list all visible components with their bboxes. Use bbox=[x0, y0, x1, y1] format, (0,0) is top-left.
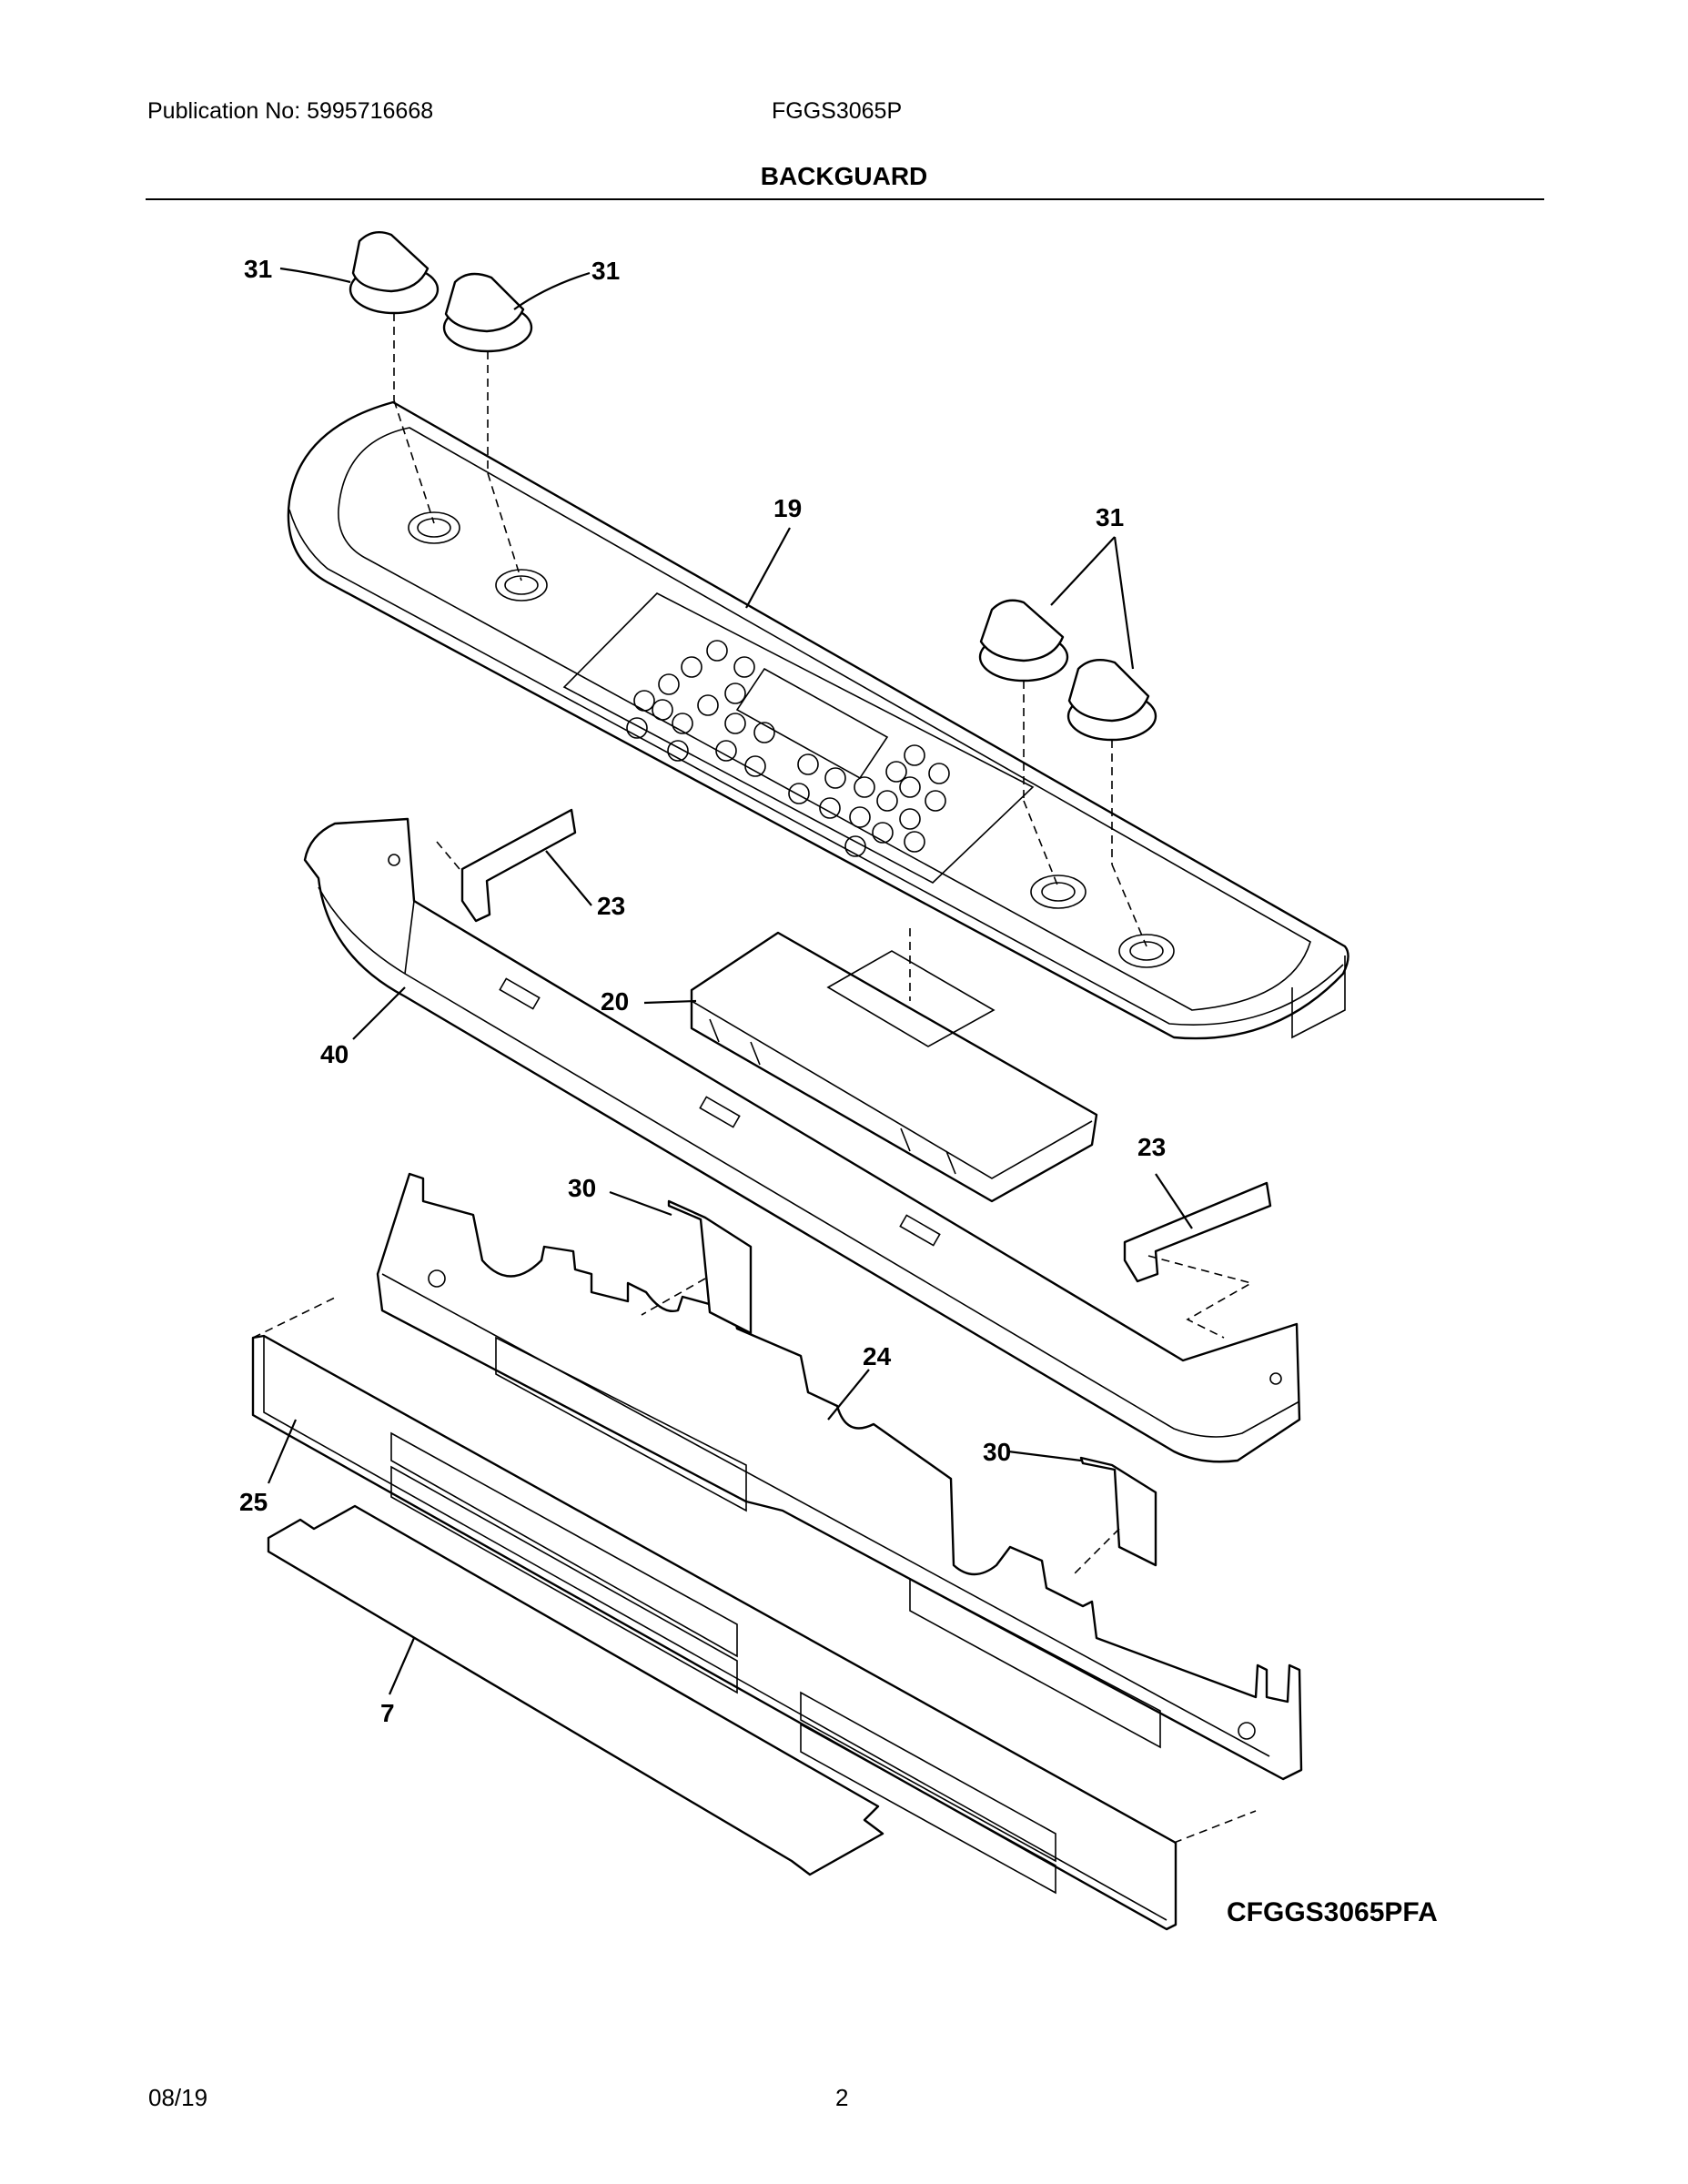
knob-openings bbox=[408, 511, 1175, 968]
callout-25: 25 bbox=[239, 1488, 268, 1516]
callout-labels: 31 31 19 31 23 20 40 23 30 24 30 25 7 bbox=[239, 255, 1166, 1727]
front-trim-plate-part-25 bbox=[251, 1296, 1257, 1931]
trim-rail-part-40 bbox=[303, 817, 1301, 1463]
callout-23b: 23 bbox=[1137, 1133, 1166, 1161]
callout-31b: 31 bbox=[591, 257, 620, 285]
panel-button-grid bbox=[626, 640, 950, 857]
callout-leaders bbox=[267, 267, 1193, 1695]
callout-19: 19 bbox=[773, 494, 802, 522]
control-board-part-20 bbox=[690, 928, 1098, 1203]
heat-shield-part-7 bbox=[267, 1504, 884, 1876]
page-number: 2 bbox=[835, 2084, 849, 2111]
main-bracket-part-24 bbox=[376, 1172, 1303, 1781]
callout-30b: 30 bbox=[983, 1438, 1011, 1466]
publication-number: Publication No: 5995716668 bbox=[147, 98, 434, 124]
bracket-part-23 bbox=[436, 808, 1272, 1339]
section-title: BACKGUARD bbox=[760, 162, 928, 190]
backguard-panel-part-19 bbox=[287, 400, 1349, 1040]
header-rule bbox=[146, 198, 1544, 200]
footer-date: 08/19 bbox=[148, 2084, 208, 2111]
callout-24: 24 bbox=[863, 1342, 892, 1370]
angle-bracket-part-30 bbox=[641, 1199, 1157, 1575]
callout-31a: 31 bbox=[244, 255, 272, 283]
callout-23a: 23 bbox=[597, 892, 625, 920]
callout-40: 40 bbox=[320, 1040, 349, 1068]
callout-31c: 31 bbox=[1096, 503, 1124, 531]
callout-20: 20 bbox=[601, 987, 629, 1016]
callout-30a: 30 bbox=[568, 1174, 596, 1202]
callout-7: 7 bbox=[380, 1699, 395, 1727]
control-knobs-part-31 bbox=[349, 231, 1157, 947]
figure-id: CFGGS3065PFA bbox=[1227, 1897, 1438, 1927]
model-number: FGGS3065P bbox=[772, 98, 903, 124]
